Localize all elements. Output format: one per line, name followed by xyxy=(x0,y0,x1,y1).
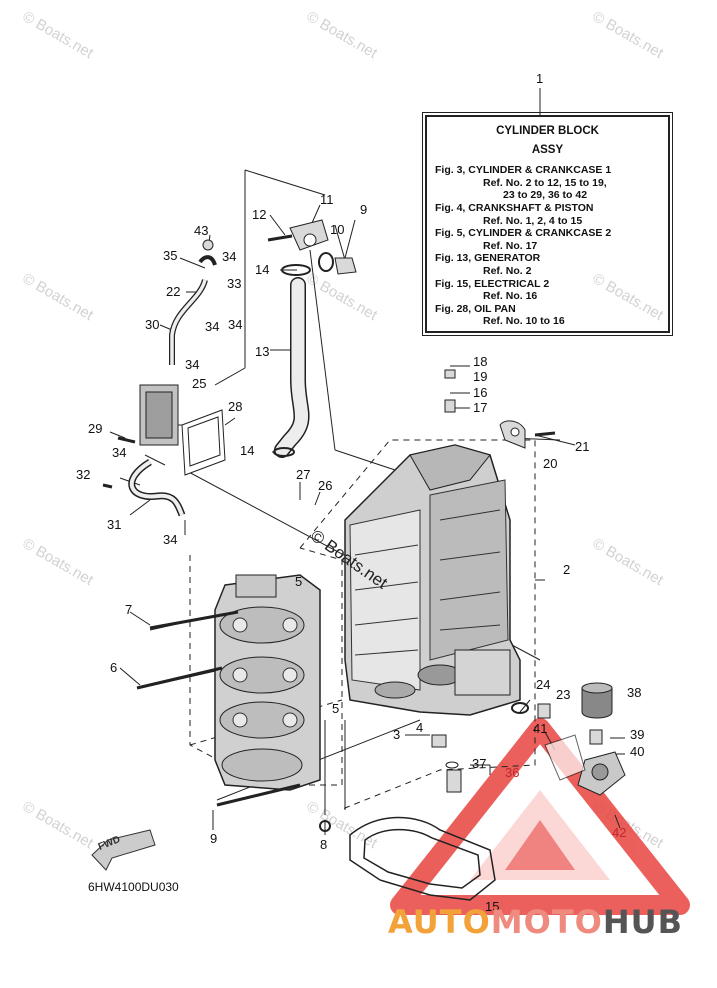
callout-24: 24 xyxy=(536,677,551,692)
legend-line: 23 to 29, 36 to 42 xyxy=(503,189,588,202)
legend-subtitle: ASSY xyxy=(531,143,564,156)
drawing-code: 6HW4100DU030 xyxy=(88,880,179,894)
small-parts xyxy=(139,219,626,832)
callout-22: 22 xyxy=(166,284,181,299)
callout-9: 9 xyxy=(210,831,218,846)
callout-11: 11 xyxy=(320,192,334,207)
callout-15: 15 xyxy=(485,899,500,914)
legend-line: Fig. 13, GENERATOR xyxy=(435,252,541,265)
bolts xyxy=(102,234,556,807)
callout-34: 34 xyxy=(112,445,127,460)
callout-14: 14 xyxy=(255,262,270,277)
callout-13: 13 xyxy=(255,344,270,359)
callout-3: 3 xyxy=(393,727,401,742)
callout-26: 26 xyxy=(318,478,333,493)
brand-part-auto: AUTO xyxy=(388,903,491,941)
callout-30: 30 xyxy=(145,317,160,332)
legend-line: Fig. 28, OIL PAN xyxy=(435,302,516,315)
callout-34: 34 xyxy=(163,532,178,547)
callout-39: 39 xyxy=(630,727,645,742)
callout-36: 36 xyxy=(505,765,520,780)
callout-43: 43 xyxy=(194,223,209,238)
callout-2: 2 xyxy=(563,562,571,577)
callout-41: 41 xyxy=(533,721,548,736)
callout-6: 6 xyxy=(110,660,118,675)
brand-logo-triangle xyxy=(390,718,690,915)
callout-12: 12 xyxy=(252,207,267,222)
legend-line: Ref. No. 1, 2, 4 to 15 xyxy=(483,214,583,227)
callout-34: 34 xyxy=(228,317,243,332)
callout-7: 7 xyxy=(125,602,133,617)
callout-32: 32 xyxy=(76,467,91,482)
callout-10: 10 xyxy=(330,222,345,237)
breather-hose xyxy=(128,279,208,517)
water-hose xyxy=(274,277,310,458)
callout-8: 8 xyxy=(320,837,328,852)
callout-14: 14 xyxy=(240,443,255,458)
callout-16: 16 xyxy=(473,385,488,400)
callout-9: 9 xyxy=(360,202,368,217)
callout-21: 21 xyxy=(575,439,590,454)
callout-38: 38 xyxy=(627,685,642,700)
callout-1: 1 xyxy=(536,71,544,86)
callout-40: 40 xyxy=(630,744,645,759)
callout-34: 34 xyxy=(185,357,200,372)
callout-27: 27 xyxy=(296,467,311,482)
brand-logo: AUTOMOTOHUB xyxy=(388,903,683,941)
callout-5: 5 xyxy=(295,574,303,589)
fwd-arrow-icon xyxy=(91,829,156,871)
callout-29: 29 xyxy=(88,421,103,436)
cylinder-block xyxy=(344,444,521,716)
legend-line: Ref. No. 10 to 16 xyxy=(483,315,565,328)
legend-line: Ref. No. 17 xyxy=(483,239,538,252)
callout-35: 35 xyxy=(163,248,178,263)
callout-19: 19 xyxy=(473,369,488,384)
brand-part-moto: MOTO xyxy=(490,903,603,941)
callout-34: 34 xyxy=(205,319,220,334)
legend-line: Ref. No. 16 xyxy=(483,290,538,303)
callout-18: 18 xyxy=(473,354,488,369)
brand-part-hub: HUB xyxy=(602,903,684,941)
assembly-legend: CYLINDER BLOCK ASSY Fig. 3, CYLINDER & C… xyxy=(422,112,673,336)
callout-20: 20 xyxy=(543,456,558,471)
legend-line: Fig. 5, CYLINDER & CRANKCASE 2 xyxy=(435,227,612,240)
callout-37: 37 xyxy=(472,756,487,771)
callout-33: 33 xyxy=(227,276,242,291)
crankcase-gasket xyxy=(349,816,496,901)
legend-line: Ref. No. 2 to 12, 15 to 19, xyxy=(483,176,607,189)
callout-25: 25 xyxy=(192,376,207,391)
callout-34: 34 xyxy=(222,249,237,264)
legend-line: Fig. 15, ELECTRICAL 2 xyxy=(435,277,550,290)
callout-4: 4 xyxy=(416,720,424,735)
legend-line: Ref. No. 2 xyxy=(483,264,532,277)
callout-23: 23 xyxy=(556,687,571,702)
legend-title: CYLINDER BLOCK xyxy=(496,125,599,137)
callout-42: 42 xyxy=(612,825,627,840)
callout-31: 31 xyxy=(107,517,122,532)
legend-line: Fig. 4, CRANKSHAFT & PISTON xyxy=(435,201,594,214)
callout-28: 28 xyxy=(228,399,243,414)
cylinder-head xyxy=(214,574,321,791)
legend-line: Fig. 3, CYLINDER & CRANKCASE 1 xyxy=(435,164,612,177)
callout-5: 5 xyxy=(332,701,340,716)
callout-17: 17 xyxy=(473,400,488,415)
